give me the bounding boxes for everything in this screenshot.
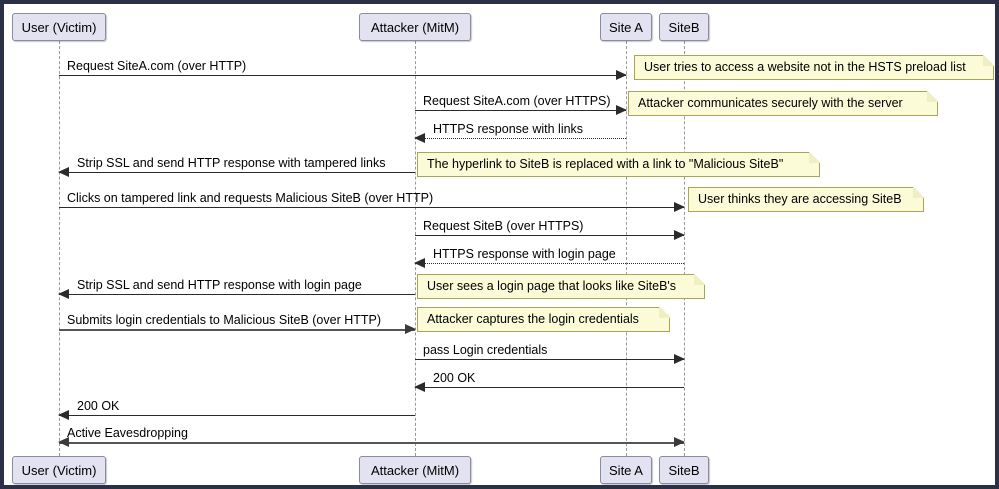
participant-label: Site A	[609, 21, 643, 34]
note-fold-corner-icon	[983, 55, 994, 66]
message-line	[59, 329, 415, 331]
message-label: Strip SSL and send HTTP response with ta…	[77, 157, 385, 170]
message-label: Request SiteB (over HTTPS)	[423, 220, 583, 233]
message-line	[59, 294, 415, 295]
note-0: User tries to access a website not in th…	[634, 55, 994, 80]
note-2: The hyperlink to SiteB is replaced with …	[417, 152, 820, 177]
message-label: pass Login credentials	[423, 344, 547, 357]
message-label: Request SiteA.com (over HTTPS)	[423, 95, 611, 108]
message-label: HTTPS response with login page	[433, 248, 616, 261]
arrowhead-right-icon	[405, 324, 416, 334]
note-text: The hyperlink to SiteB is replaced with …	[427, 158, 783, 171]
arrowhead-right-icon	[616, 105, 627, 115]
arrowhead-right-icon	[674, 230, 685, 240]
note-text: User sees a login page that looks like S…	[427, 280, 676, 293]
message-label: Submits login credentials to Malicious S…	[67, 314, 381, 327]
message-line	[415, 387, 684, 388]
message-label: Strip SSL and send HTTP response with lo…	[77, 279, 362, 292]
lifeline-attacker	[415, 41, 416, 456]
note-text: User thinks they are accessing SiteB	[698, 193, 902, 206]
arrowhead-left-icon	[414, 133, 425, 143]
note-fold-corner-icon	[927, 91, 938, 102]
diagram-canvas: User (Victim) Attacker (MitM) Site A SiteB U…	[4, 4, 995, 485]
participant-header-sitea[interactable]: Site A	[600, 13, 652, 41]
message-line	[59, 415, 415, 416]
message-line	[59, 442, 684, 444]
message-line	[415, 110, 626, 111]
lifeline-user	[59, 41, 60, 456]
message-label: Request SiteA.com (over HTTP)	[67, 60, 246, 73]
message-line	[415, 359, 684, 360]
note-text: Attacker captures the login credentials	[427, 313, 639, 326]
message-line	[59, 172, 415, 173]
lifeline-sitea	[626, 41, 627, 456]
arrowhead-right-icon	[674, 202, 685, 212]
participant-label: SiteB	[668, 21, 699, 34]
participant-label: Site A	[609, 464, 643, 477]
message-line	[59, 207, 684, 208]
message-label: Active Eavesdropping	[67, 427, 188, 440]
message-label: HTTPS response with links	[433, 123, 583, 136]
participant-footer-user[interactable]: User (Victim)	[12, 456, 106, 484]
note-fold-corner-icon	[913, 187, 924, 198]
message-line	[415, 138, 626, 139]
note-text: Attacker communicates securely with the …	[638, 97, 903, 110]
arrowhead-left-icon	[58, 410, 69, 420]
arrowhead-left-icon	[414, 382, 425, 392]
note-text: User tries to access a website not in th…	[644, 61, 966, 74]
message-label: 200 OK	[433, 372, 475, 385]
participant-footer-sitea[interactable]: Site A	[600, 456, 652, 484]
note-4: User sees a login page that looks like S…	[417, 274, 705, 299]
participant-header-attacker[interactable]: Attacker (MitM)	[359, 13, 471, 41]
arrowhead-left-icon	[58, 167, 69, 177]
arrowhead-right-icon	[674, 354, 685, 364]
participant-label: User (Victim)	[22, 464, 97, 477]
message-line	[415, 263, 684, 264]
note-3: User thinks they are accessing SiteB	[688, 187, 924, 212]
arrowhead-left-icon	[58, 289, 69, 299]
arrowhead-left-icon	[414, 258, 425, 268]
note-fold-corner-icon	[694, 274, 705, 285]
message-line	[415, 235, 684, 236]
message-line	[59, 75, 626, 76]
participant-header-siteb[interactable]: SiteB	[659, 13, 709, 41]
participant-footer-siteb[interactable]: SiteB	[659, 456, 709, 484]
message-label: Clicks on tampered link and requests Mal…	[67, 192, 433, 205]
participant-header-user[interactable]: User (Victim)	[12, 13, 106, 41]
participant-label: User (Victim)	[22, 21, 97, 34]
note-5: Attacker captures the login credentials	[417, 307, 670, 332]
note-fold-corner-icon	[659, 307, 670, 318]
note-1: Attacker communicates securely with the …	[628, 91, 938, 116]
participant-label: Attacker (MitM)	[371, 464, 459, 477]
arrowhead-right-icon	[674, 437, 685, 447]
participant-footer-attacker[interactable]: Attacker (MitM)	[359, 456, 471, 484]
participant-label: Attacker (MitM)	[371, 21, 459, 34]
message-label: 200 OK	[77, 400, 119, 413]
note-fold-corner-icon	[809, 152, 820, 163]
participant-label: SiteB	[668, 464, 699, 477]
arrowhead-right-icon	[616, 70, 627, 80]
